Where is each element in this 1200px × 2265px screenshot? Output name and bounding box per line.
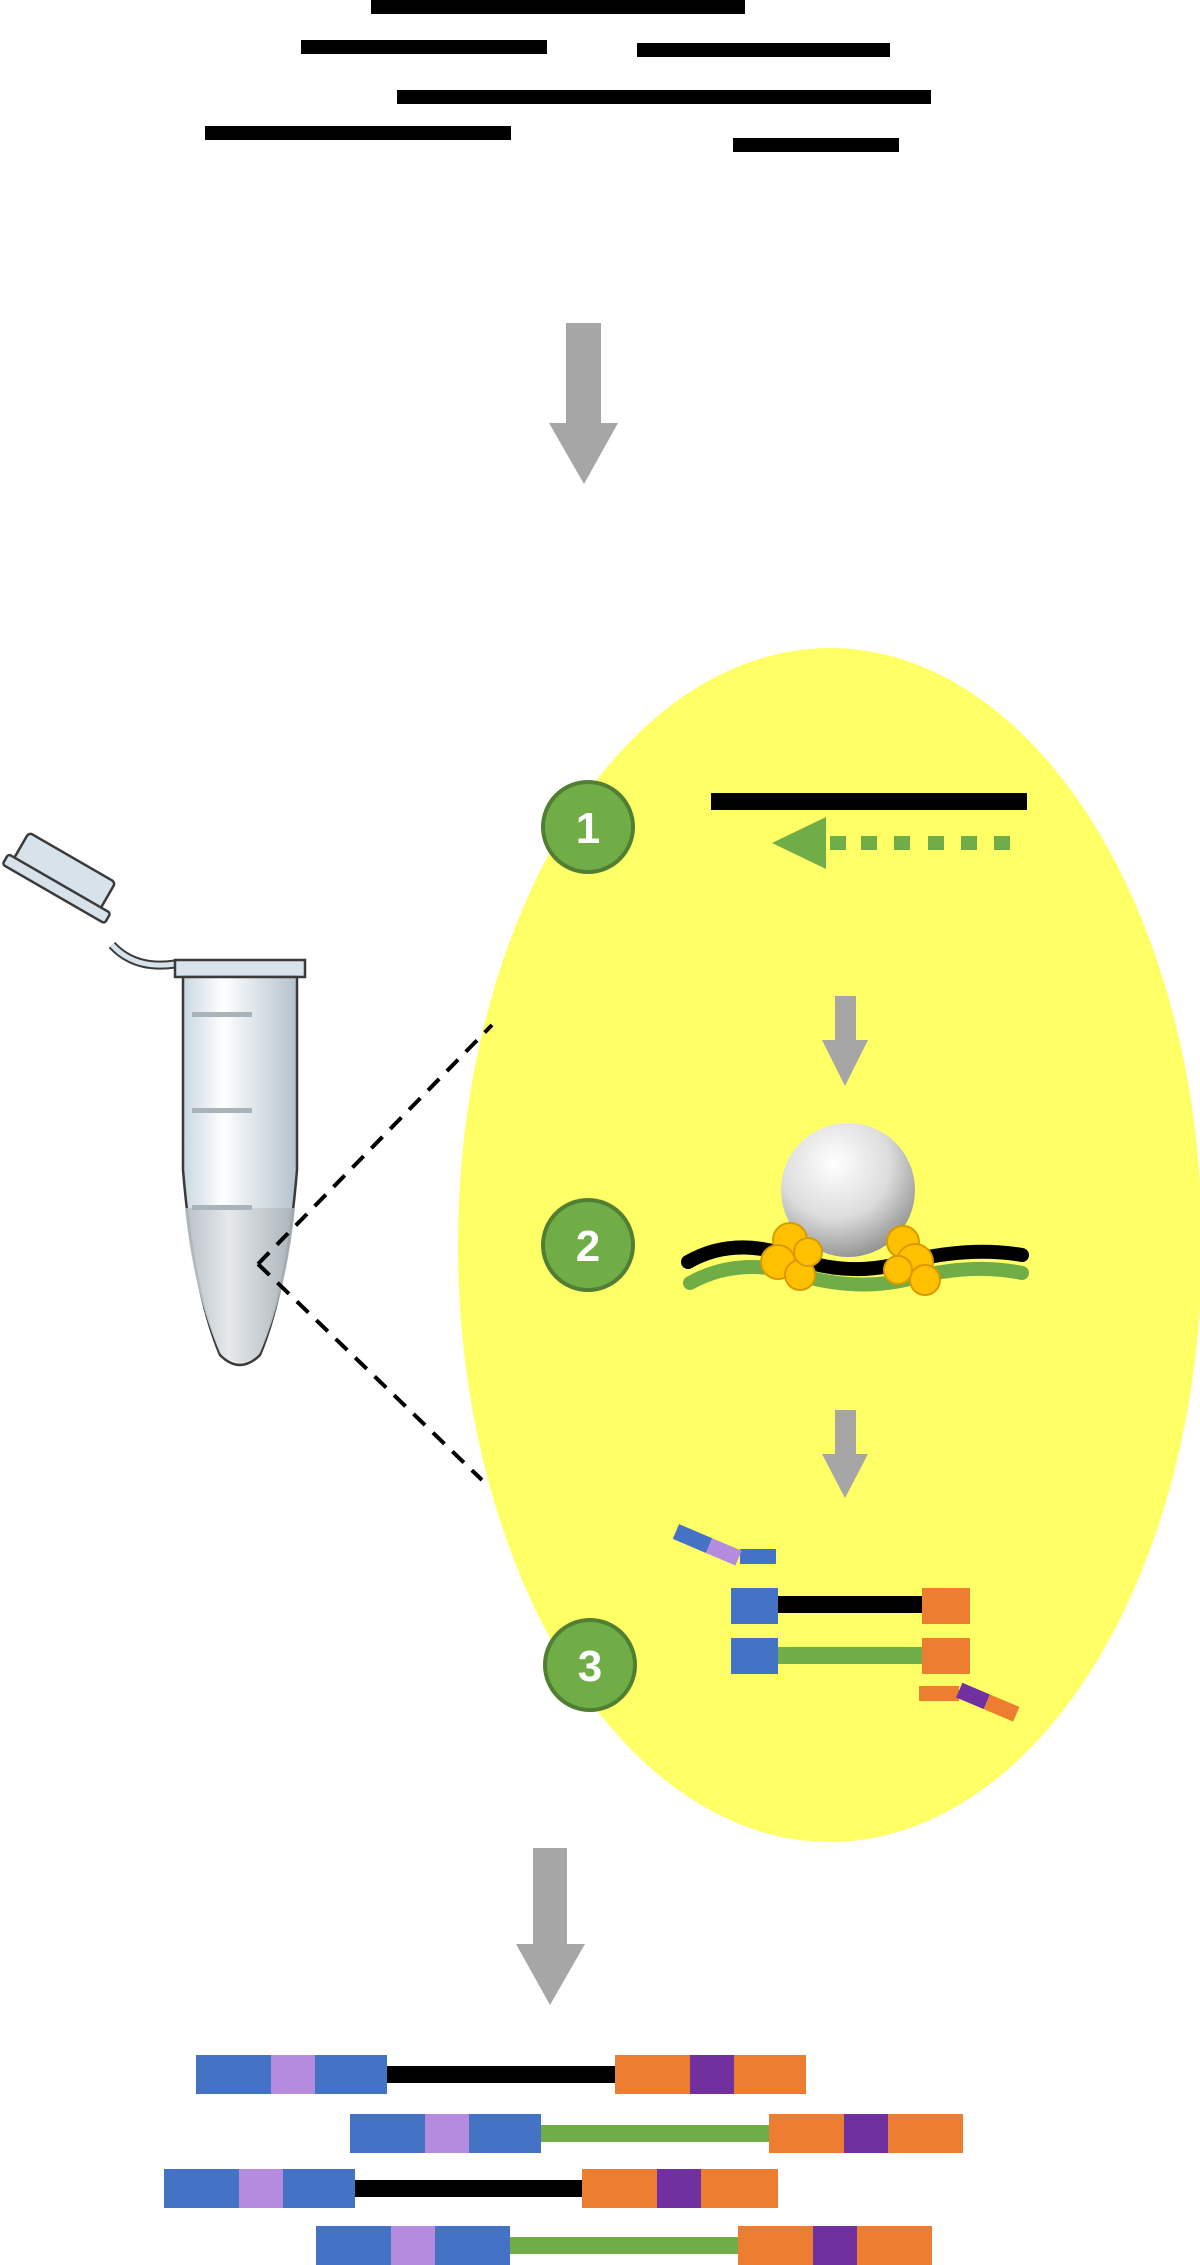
dna-fragment	[301, 40, 547, 54]
step-1: 1	[541, 780, 1027, 874]
step-1-label: 1	[576, 804, 600, 853]
flow-arrow-down-icon	[549, 323, 618, 484]
library-fragment	[164, 2169, 778, 2208]
dna-fragment	[397, 90, 931, 104]
bead-icon	[781, 1123, 915, 1257]
free-adapter	[919, 1682, 1020, 1722]
dna-fragment	[371, 0, 745, 14]
adapter-blue	[731, 1588, 778, 1624]
final-library	[164, 2055, 963, 2265]
flow-arrow-down-icon	[516, 1848, 585, 2005]
dna-fragment	[205, 126, 511, 140]
primer-extension-arrow-icon	[772, 817, 1010, 869]
dna-fragment	[637, 43, 890, 57]
microcentrifuge-tube-icon	[2, 832, 307, 1367]
adapter-blue	[731, 1638, 778, 1674]
adapter-orange	[922, 1638, 970, 1674]
library-fragment	[350, 2114, 963, 2153]
input-dna-fragments	[205, 0, 931, 152]
step-arrow-down-icon	[822, 996, 868, 1086]
step-arrow-down-icon	[822, 1410, 868, 1498]
free-adapter	[672, 1524, 776, 1566]
step-2-label: 2	[576, 1222, 600, 1271]
step-3-badge	[543, 1618, 637, 1712]
zoom-lines	[256, 1023, 494, 1482]
library-fragment	[316, 2226, 932, 2265]
step-2: 2	[541, 1123, 1029, 1296]
template-strand	[681, 1240, 1029, 1277]
step-3-label: 3	[578, 1642, 602, 1691]
step-2-badge	[541, 1198, 635, 1292]
polymerase-icon	[760, 1222, 823, 1291]
step-3: 3	[543, 1524, 1020, 1722]
template-strand	[776, 1596, 924, 1613]
step-1-badge	[541, 780, 635, 874]
library-fragment	[196, 2055, 806, 2094]
dna-fragment	[733, 138, 899, 152]
template-strand	[711, 793, 1027, 810]
new-strand	[683, 1259, 1029, 1292]
new-strand	[776, 1647, 924, 1664]
polymerase-icon	[883, 1225, 941, 1296]
adapter-orange	[922, 1588, 970, 1624]
